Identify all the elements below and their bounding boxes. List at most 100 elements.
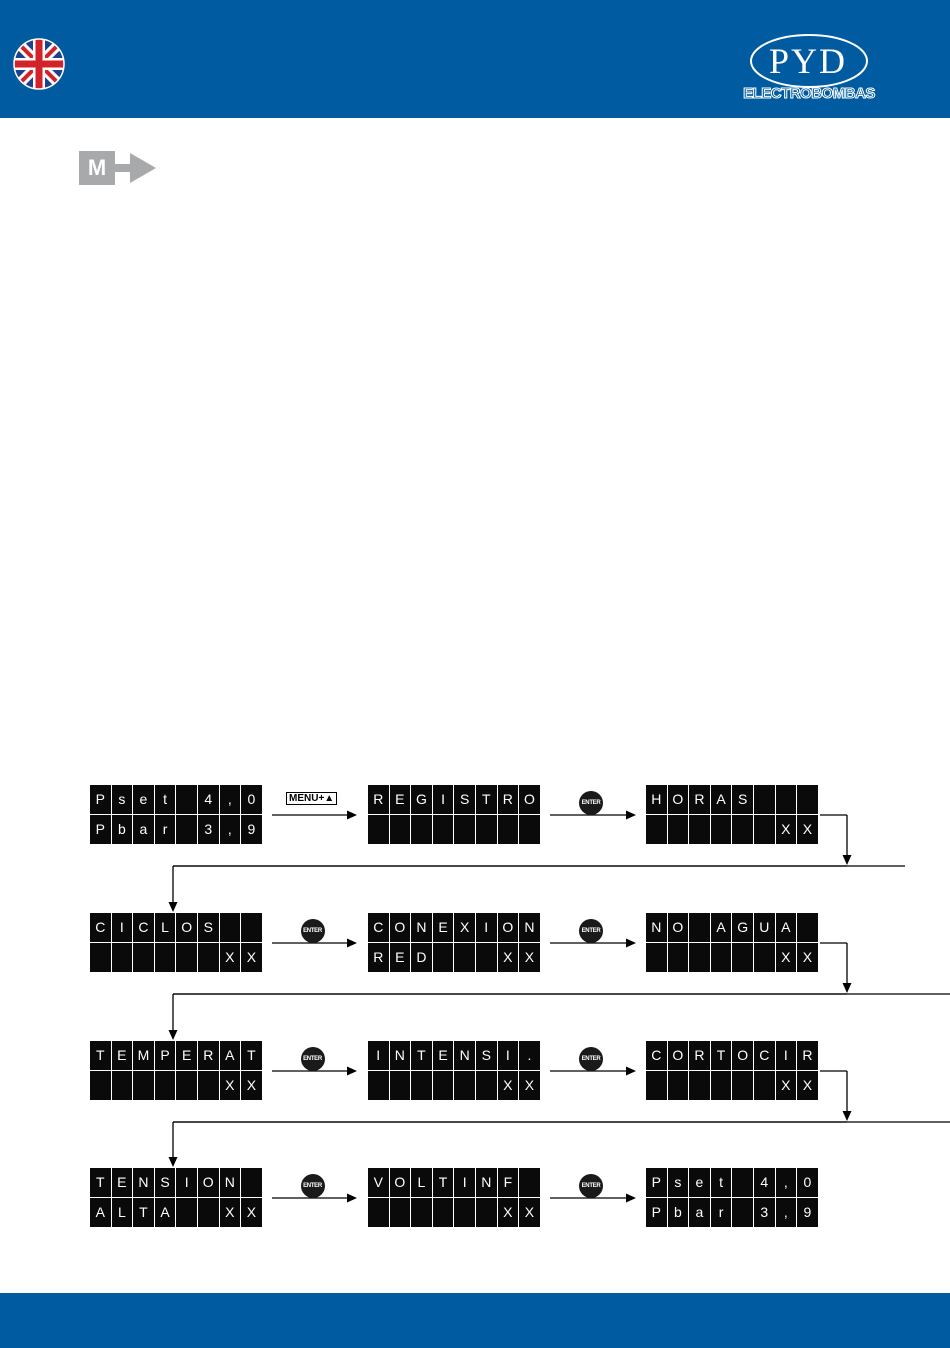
lcd-char — [710, 1071, 732, 1100]
lcd-char — [133, 943, 154, 972]
lcd-char: C — [90, 913, 111, 942]
lcd-char: 4 — [198, 785, 219, 814]
lcd-char — [154, 943, 176, 972]
lcd-char: A — [775, 913, 797, 942]
lcd-char: V — [368, 1168, 389, 1197]
lcd-char: X — [241, 1198, 262, 1227]
lcd-char — [432, 1198, 454, 1227]
lcd-char: S — [198, 913, 219, 942]
lcd-char — [368, 1071, 389, 1100]
lcd-char: G — [732, 913, 753, 942]
lcd-char — [476, 815, 497, 844]
lcd-char: O — [667, 785, 689, 814]
lcd-char: O — [198, 1168, 219, 1197]
lcd-char: D — [411, 943, 432, 972]
lcd-char — [476, 1071, 497, 1100]
lcd-char — [411, 815, 432, 844]
lcd-char — [754, 815, 775, 844]
lcd-char: 3 — [754, 1198, 775, 1227]
lcd-char: X — [497, 943, 519, 972]
lcd-char: I — [476, 913, 497, 942]
lcd-char: T — [710, 1041, 732, 1070]
lcd-char — [389, 1071, 411, 1100]
pyd-logo: PYD ELECTROBOMBAS — [734, 28, 884, 108]
lcd-char: s — [667, 1168, 689, 1197]
lcd-char: 0 — [797, 1168, 818, 1197]
lcd-char: E — [432, 913, 454, 942]
lcd-char: . — [519, 1041, 540, 1070]
lcd-char: S — [454, 785, 475, 814]
lcd-char: N — [519, 913, 540, 942]
lcd-char — [241, 1168, 262, 1197]
lcd-char — [519, 1168, 540, 1197]
lcd-char: E — [111, 1041, 133, 1070]
lcd-char: N — [646, 913, 667, 942]
lcd-char: X — [519, 943, 540, 972]
enter-button-icon: ENTER — [579, 791, 603, 815]
lcd-char: E — [389, 943, 411, 972]
lcd-char: I — [368, 1041, 389, 1070]
lcd-char: X — [775, 815, 797, 844]
lcd-char: 3 — [198, 815, 219, 844]
lcd-char: O — [667, 1041, 689, 1070]
lcd-char: X — [497, 1071, 519, 1100]
lcd-char: R — [368, 785, 389, 814]
lcd-char — [133, 1071, 154, 1100]
lcd-char — [646, 815, 667, 844]
lcd-char: , — [775, 1168, 797, 1197]
lcd-char: C — [754, 1041, 775, 1070]
lcd-char — [90, 943, 111, 972]
lcd-char: b — [111, 815, 133, 844]
lcd-char: A — [710, 913, 732, 942]
lcd-char: t — [154, 785, 176, 814]
lcd-char: , — [219, 785, 241, 814]
lcd-char: X — [797, 1071, 818, 1100]
lcd-char: X — [219, 1198, 241, 1227]
lcd-char — [710, 815, 732, 844]
lcd-char: X — [519, 1198, 540, 1227]
lcd-char: E — [432, 1041, 454, 1070]
lcd-char: r — [710, 1198, 732, 1227]
lcd-char: L — [111, 1198, 133, 1227]
lcd-char — [219, 913, 241, 942]
lcd-char: R — [368, 943, 389, 972]
lcd-char — [754, 785, 775, 814]
lcd-char: 9 — [241, 815, 262, 844]
lcd-char — [754, 1071, 775, 1100]
lcd-char — [176, 1071, 197, 1100]
lcd-char: X — [797, 815, 818, 844]
lcd-char: I — [775, 1041, 797, 1070]
lcd-char: I — [111, 913, 133, 942]
lcd-char — [667, 943, 689, 972]
lcd-char: a — [689, 1198, 710, 1227]
lcd-char: S — [476, 1041, 497, 1070]
lcd-char: O — [497, 913, 519, 942]
lcd-char: E — [176, 1041, 197, 1070]
lcd-char — [646, 943, 667, 972]
lcd-char: R — [689, 1041, 710, 1070]
lcd-char: H — [646, 785, 667, 814]
lcd-char — [432, 943, 454, 972]
lcd-char: O — [176, 913, 197, 942]
lcd-char: I — [176, 1168, 197, 1197]
lcd-char: F — [497, 1168, 519, 1197]
lcd-char: A — [90, 1198, 111, 1227]
lcd-char: C — [646, 1041, 667, 1070]
